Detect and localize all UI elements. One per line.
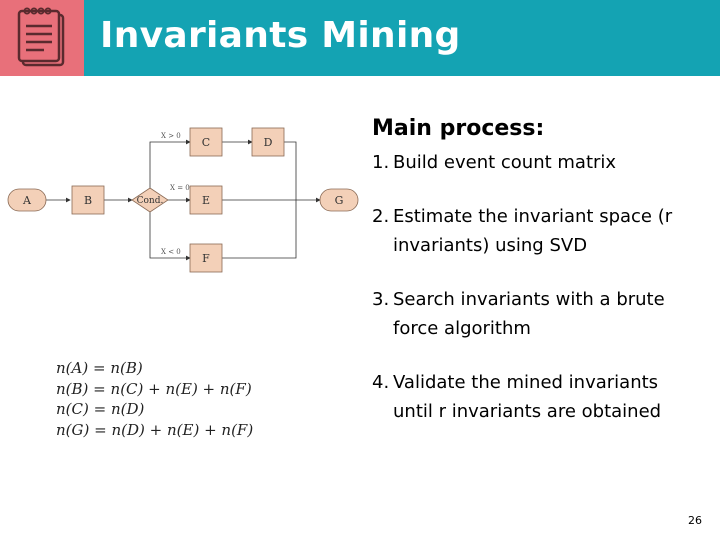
step-number: 2. (372, 206, 390, 227)
step-number: 1. (372, 152, 390, 173)
slide-title: Invariants Mining (100, 15, 461, 56)
node-e: E (189, 185, 223, 215)
title-bar: Invariants Mining (0, 0, 720, 76)
icon-tile (0, 0, 84, 76)
node-e-label: E (202, 194, 210, 207)
equation-rhs: n(D) + n(E) + n(F) (111, 420, 254, 439)
equation-lhs: n(G) (56, 420, 90, 439)
node-c-label: C (202, 136, 210, 149)
step-text: Search invariants with a brute force alg… (393, 289, 665, 339)
node-cond: Cond. (131, 187, 169, 213)
step-text: Build event count matrix (393, 152, 617, 173)
node-cond-label: Cond. (137, 196, 164, 206)
equation-lhs: n(C) (56, 400, 89, 418)
equation-lhs: n(A) (56, 359, 89, 377)
equation-lhs: n(B) (56, 379, 89, 398)
equation-row: n(A) = n(B) (56, 359, 143, 377)
process-step-2: 2.Estimate the invariant space (r invari… (372, 202, 702, 260)
node-f: F (189, 243, 223, 273)
node-a-label: A (22, 194, 32, 207)
node-b: B (71, 185, 105, 215)
workflow-diagram: A B Cond. C D E F G X > 0 X = 0 X < 0 (7, 127, 359, 273)
node-d: D (251, 127, 285, 157)
invariant-equations: n(A) = n(B) n(B) = n(C) + n(E) + n(F) n(… (56, 358, 253, 440)
process-step-4: 4.Validate the mined invariants until r … (372, 368, 702, 426)
node-f-label: F (202, 252, 210, 265)
step-number: 3. (372, 289, 390, 310)
edge-label-to-f: X < 0 (161, 248, 181, 256)
step-text: Estimate the invariant space (r invarian… (393, 206, 673, 256)
equation-row: n(B) = n(C) + n(E) + n(F) (56, 379, 252, 398)
process-step-1: 1.Build event count matrix (372, 148, 702, 177)
step-number: 4. (372, 372, 390, 393)
node-g-label: G (335, 194, 344, 207)
equation-rhs: n(D) (110, 400, 145, 418)
process-step-3: 3.Search invariants with a brute force a… (372, 285, 702, 343)
main-process-heading: Main process: (372, 116, 545, 141)
equation-rhs: n(B) (110, 359, 143, 377)
equation-rhs: n(C) + n(E) + n(F) (110, 379, 252, 398)
node-d-label: D (264, 136, 273, 149)
page-number: 26 (688, 514, 702, 527)
node-c: C (189, 127, 223, 157)
equation-row: n(G) = n(D) + n(E) + n(F) (56, 420, 254, 439)
node-g: G (319, 188, 359, 212)
node-a: A (7, 188, 47, 212)
edge-label-to-e: X = 0 (170, 184, 190, 192)
node-b-label: B (84, 194, 92, 207)
step-text: Validate the mined invariants until r in… (393, 372, 662, 422)
notepad-icon (17, 7, 65, 67)
process-steps: 1.Build event count matrix 2.Estimate th… (372, 148, 702, 451)
equation-row: n(C) = n(D) (56, 400, 145, 418)
edge-label-to-c: X > 0 (161, 132, 181, 140)
